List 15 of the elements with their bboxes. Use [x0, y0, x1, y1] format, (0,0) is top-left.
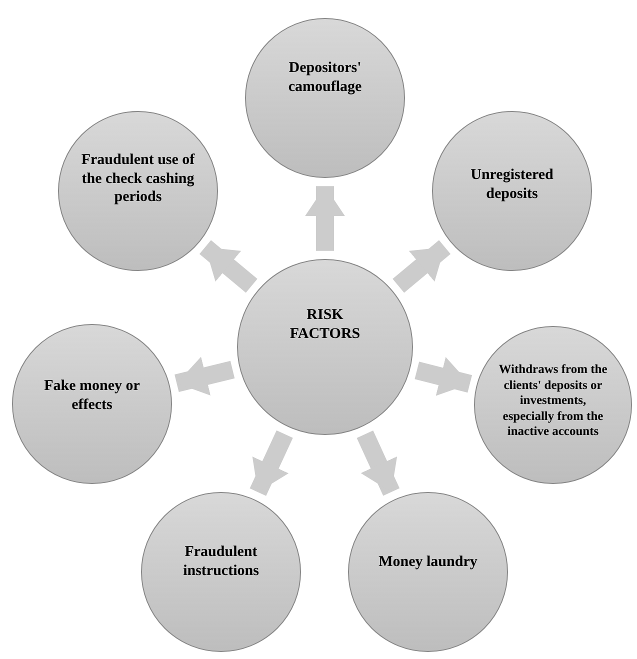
node-label: Unregistered deposits: [470, 166, 554, 204]
node-label: Money laundry: [378, 552, 478, 572]
node-label: Depositors' camouflage: [287, 59, 363, 97]
node-label: Withdraws from the clients' deposits or investments, especially from the inactive accounts: [498, 362, 608, 440]
node-label: RISK FACTORS: [288, 306, 362, 344]
block-arrow: [305, 186, 345, 251]
block-arrow: [199, 240, 258, 293]
block-arrow: [356, 430, 400, 496]
node-label: Fraudulent instructions: [182, 543, 260, 581]
block-arrow: [174, 356, 235, 396]
block-arrow: [250, 430, 293, 496]
block-arrow: [392, 240, 451, 293]
block-arrow: [414, 357, 472, 396]
node-label: Fraudulent use of the check cashing periods: [80, 150, 196, 208]
node-label: Fake money or effects: [43, 377, 141, 415]
